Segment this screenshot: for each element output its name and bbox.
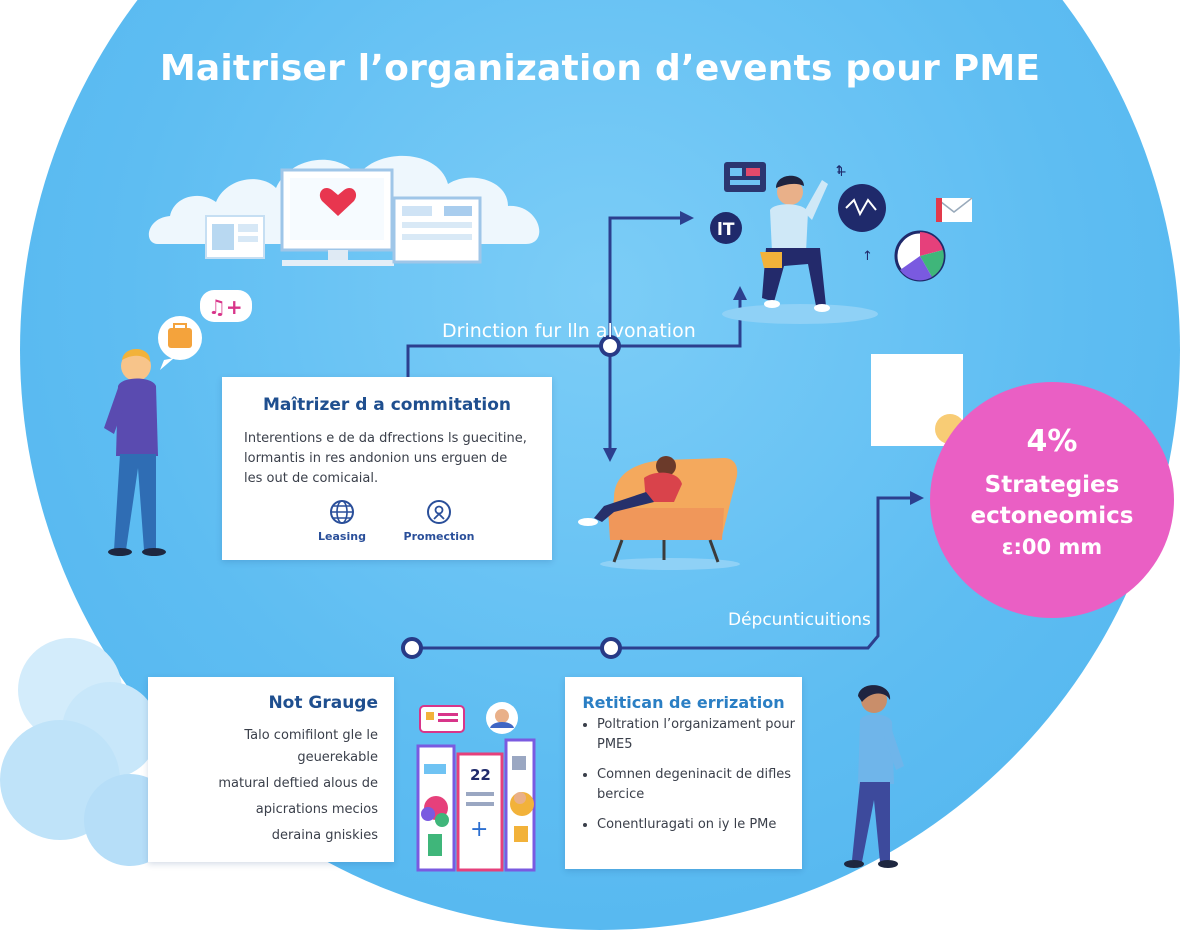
list-item: Comnen degeninacit de difles bercice (597, 765, 817, 805)
card-main-line: lormantis in res andonion uns erguen de (244, 451, 508, 466)
stat-value: 4% (1026, 424, 1078, 459)
flow-node-bottom-mid (600, 637, 622, 659)
card-right: Retitican de errization Poltration l’org… (565, 677, 802, 869)
svg-text:+: + (470, 817, 488, 842)
flow-node-bottom-left (401, 637, 423, 659)
svg-text:↑: ↑ (834, 163, 844, 177)
woman-icons-illustration: lT + ↑ ↑ (710, 162, 973, 324)
card-left-line: deraina gniskies (271, 828, 378, 843)
stat-circle (930, 382, 1174, 618)
globe-icon (330, 500, 354, 524)
cloud-devices-illustration (148, 155, 540, 266)
card-main-line: les out de comicaial. (244, 471, 379, 486)
card-main-icon1-label: Leasing (318, 530, 366, 543)
stat-line3: ε:00 mm (1001, 535, 1103, 559)
flow-label-bottom: Dépcunticuitions (728, 610, 871, 630)
page-title: Maitriser l’organization d’events pour P… (159, 48, 1041, 89)
card-left-title: Not Grauge (268, 693, 378, 713)
card-main-line: Interentions e de da dfrections ls gueci… (244, 431, 527, 446)
list-item: Poltration l’organizament pour PME5 (597, 715, 817, 755)
card-left-line: geuerekable (297, 750, 378, 765)
cloud-bottom-left (0, 638, 176, 866)
woman-walking-illustration (844, 685, 904, 868)
svg-text:+: + (836, 165, 847, 180)
armchair-illustration (578, 456, 740, 570)
card-main-title: Maîtrizer d a commitation (262, 395, 512, 415)
tiles-illustration: 22 + (416, 702, 536, 872)
card-left-body: Talo comifilont gle le geuerekable matur… (148, 723, 378, 849)
location-pin-icon (427, 500, 451, 524)
card-left-line: Talo comifilont gle le (244, 728, 378, 743)
calendar-day: 22 (470, 766, 491, 784)
card-main-body: Interentions e de da dfrections ls gueci… (244, 429, 527, 489)
briefcase-icon (158, 316, 202, 370)
music-note-icon: ♫+ (200, 290, 252, 322)
card-right-list: Poltration l’organizament pour PME5 Comn… (565, 715, 817, 845)
man-illustration: ♫+ (104, 290, 252, 556)
svg-text:↑: ↑ (862, 249, 873, 264)
chat-icon (419, 705, 465, 733)
flow-node-top (599, 335, 621, 357)
card-right-title: Retitican de errization (582, 693, 785, 712)
card-left-line: matural deftied alous de (218, 776, 378, 791)
svg-text:♫+: ♫+ (208, 295, 243, 319)
stat-line2: ectoneomics (970, 503, 1134, 529)
list-item: Conentluragati on iy le PMe (597, 815, 817, 835)
mail-icon (935, 197, 973, 222)
stat-line1: Strategies (984, 472, 1120, 498)
card-main: Maîtrizer d a commitation Interentions e… (222, 377, 552, 560)
card-main-icon2-label: Promection (403, 530, 475, 543)
svg-text:lT: lT (717, 220, 735, 240)
calendar-icon: 22 (466, 766, 494, 806)
pie-chart-icon (894, 230, 946, 282)
card-left-line: apicrations mecios (255, 802, 378, 817)
flow-label-top: Drinction fur lln alvonation (442, 320, 696, 342)
card-left: Not Grauge Talo comifilont gle le geuere… (148, 677, 394, 862)
heart-icon (319, 188, 357, 216)
